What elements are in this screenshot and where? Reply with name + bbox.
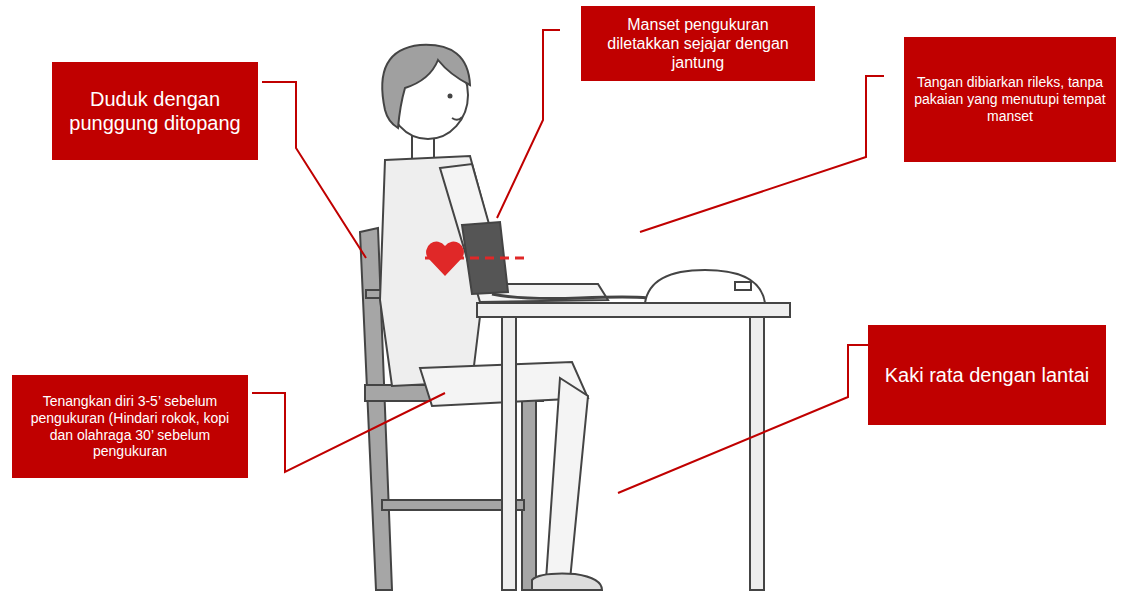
leader-lines [252,30,884,493]
callout-box: Tangan dibiarkan rileks, tanpa pakaian y… [904,37,1116,162]
callout-content: Duduk dengan punggung ditopang [62,87,248,135]
callout-text: Tangan dibiarkan rileks, tanpa pakaian y… [914,74,1106,124]
callout-box: Kaki rata dengan lantai [868,325,1106,425]
callout-content: Manset pengukuran diletakkan sejajar den… [591,15,805,73]
callout-content: Tenangkan diri 3-5’ sebelum pengukuran (… [22,393,238,460]
callout-text: Tenangkan diri 3-5’ sebelum pengukuran (… [22,393,238,460]
callout-content: Kaki rata dengan lantai [885,363,1090,387]
callout-text: Manset pengukuran diletakkan sejajar den… [591,15,805,73]
callout-box: Manset pengukuran diletakkan sejajar den… [581,6,815,81]
arm [440,164,765,303]
heart-level-line [425,257,525,260]
callout-text: Duduk dengan punggung ditopang [62,87,248,135]
table [477,303,790,590]
callout-text: Kaki rata dengan lantai [885,363,1090,387]
callout-box: Tenangkan diri 3-5’ sebelum pengukuran (… [12,375,248,478]
callout-content: Tangan dibiarkan rileks, tanpa pakaian y… [914,74,1106,124]
callout-box: Duduk dengan punggung ditopang [52,62,258,160]
